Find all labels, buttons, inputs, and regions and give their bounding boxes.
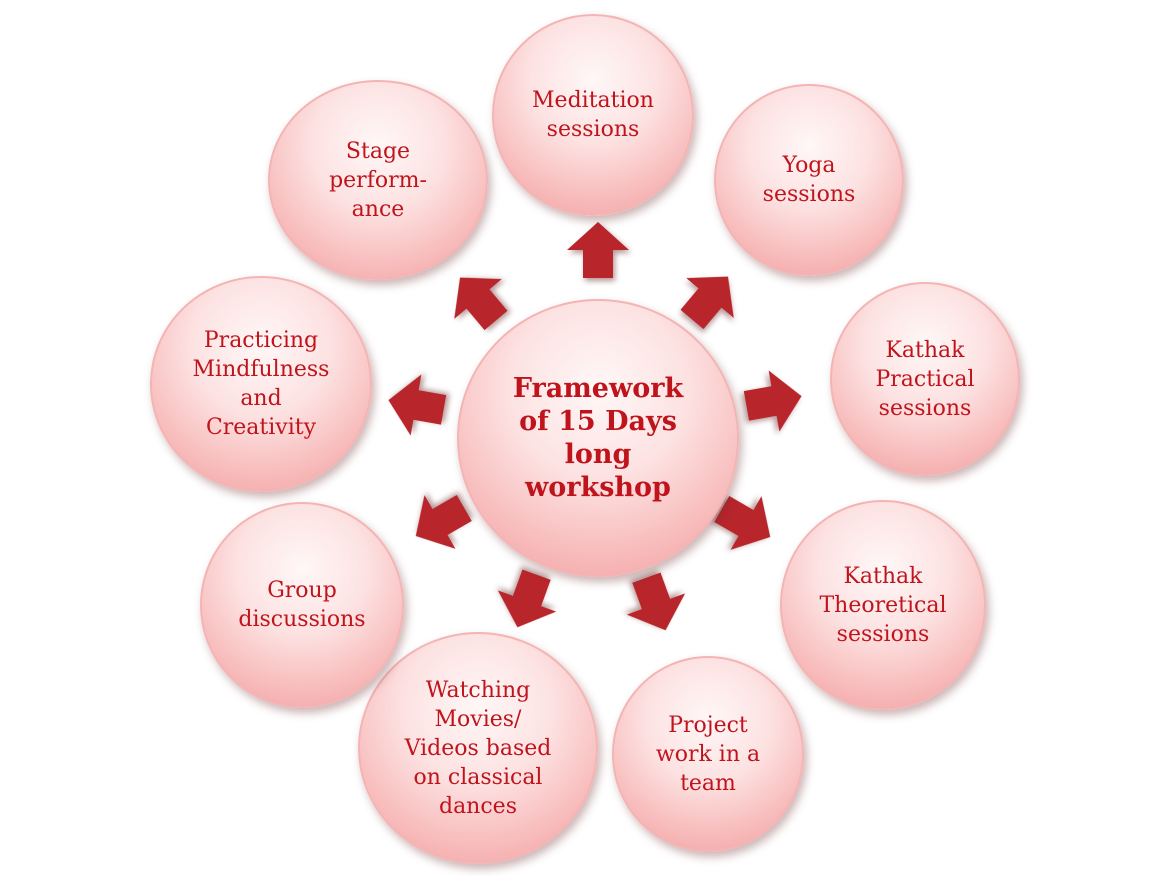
node-meditation: Meditation sessions [492,14,694,216]
node-label: Project work in a team [655,712,761,796]
arrow-to-yoga [664,253,756,344]
node-label: Meditation sessions [532,88,654,142]
arrow-to-kathak-theoretical [703,478,790,569]
node-yoga: Yoga sessions [714,84,904,276]
center-node-label: Framework of 15 Days long workshop [512,373,684,503]
node-label: Practicing Mindfulness and Creativity [192,328,330,440]
node-watching-movies: Watching Movies/ Videos based on classic… [358,632,598,864]
arrow-to-project-work [613,564,699,644]
node-kathak-practical: Kathak Practical sessions [830,282,1020,476]
node-project-work: Project work in a team [612,656,804,852]
arrow-to-stage-performance [432,254,524,345]
center-node: Framework of 15 Days long workshop [457,299,739,577]
node-label: Kathak Practical sessions [875,337,975,421]
arrow-to-meditation [563,220,633,280]
node-label: Yoga sessions [762,153,856,207]
arrow-to-kathak-practical [738,361,809,440]
node-label: Watching Movies/ Videos based on classic… [404,677,552,819]
arrow-to-watching-movies [484,561,570,641]
node-kathak-theoretical: Kathak Theoretical sessions [780,500,986,710]
node-label: Group discussions [238,578,366,632]
node-stage-performance: Stage perform- ance [268,80,488,280]
node-label: Stage perform- ance [329,138,427,222]
node-label: Kathak Theoretical sessions [819,563,947,647]
node-group-discussions: Group discussions [200,502,404,708]
arrow-to-mindfulness [380,365,451,444]
node-mindfulness-creativity: Practicing Mindfulness and Creativity [150,276,372,492]
arrow-to-group-discussions [397,477,484,568]
